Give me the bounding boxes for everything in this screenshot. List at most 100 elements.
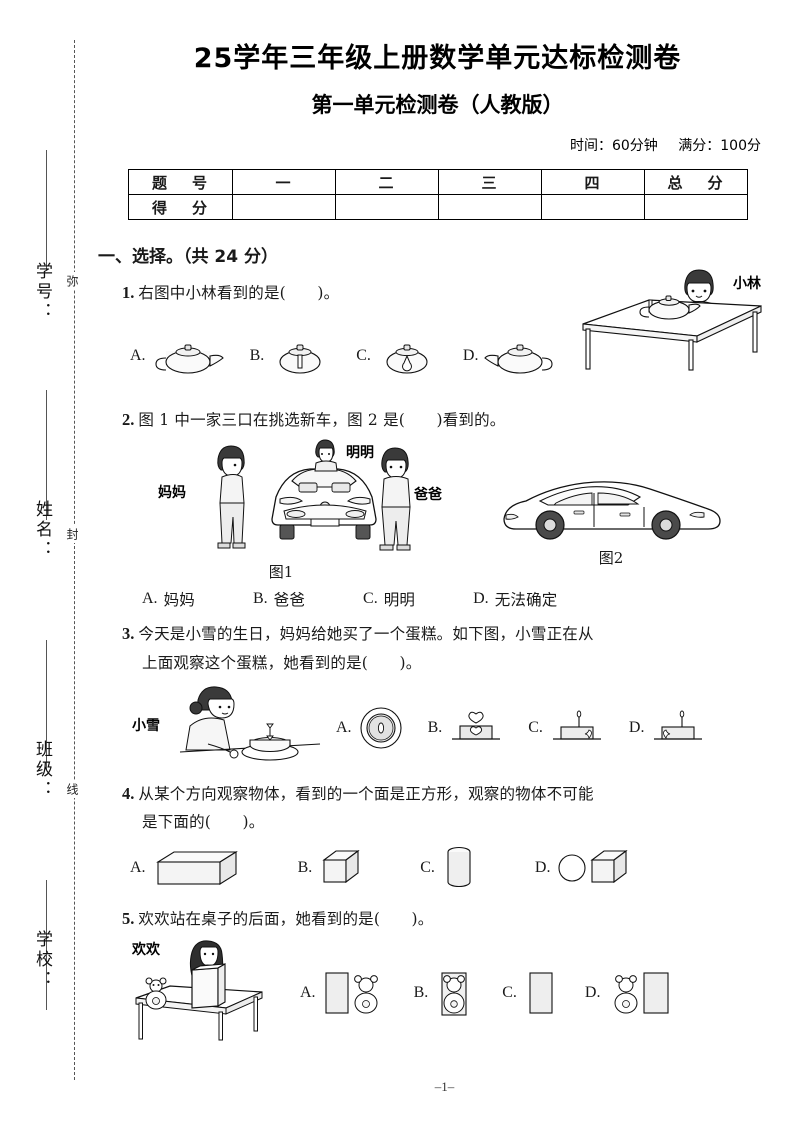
figure-q3-scene: 小雪 xyxy=(130,682,330,768)
score-cell: 总 分 xyxy=(643,169,748,195)
option-5-C[interactable]: C. xyxy=(502,965,559,1021)
teapot-side-left-icon xyxy=(152,336,224,376)
option-4-C[interactable]: C. xyxy=(420,843,479,893)
option-2-A[interactable]: A. 妈妈 xyxy=(142,588,195,610)
question-4: 4.从某个方向观察物体，看到的一个面是正方形，观察的物体不可能 是下面的( )。 xyxy=(122,780,779,838)
car-front-figure xyxy=(271,468,377,540)
page-subtitle: 第一单元检测卷（人教版） xyxy=(311,93,564,117)
option-label: A. xyxy=(142,589,158,607)
cylinder-icon xyxy=(441,843,479,893)
label-huanhuan: 欢欢 xyxy=(131,941,161,958)
option-label: D. xyxy=(462,346,479,364)
option-3-C[interactable]: C. xyxy=(528,706,605,750)
mingming-figure: 明明 xyxy=(314,439,374,472)
option-label: A. xyxy=(130,346,146,364)
option-3-A[interactable]: A. xyxy=(336,705,404,751)
girl-figure xyxy=(185,685,239,758)
question-1: 1.右图中小林看到的是( )。 xyxy=(122,279,779,308)
question-5: 5.欢欢站在桌子的后面，她看到的是( )。 xyxy=(122,905,779,934)
option-label: D. xyxy=(628,718,645,736)
label-xiaolin: 小林 xyxy=(733,275,761,292)
sphere-and-cube-icon xyxy=(556,846,634,890)
seal-rule-2 xyxy=(46,390,47,520)
score-cell: 三 xyxy=(437,169,542,195)
label-mom: 妈妈 xyxy=(158,484,186,501)
option-2-B[interactable]: B. 爸爸 xyxy=(253,588,305,610)
table-with-objects xyxy=(135,963,263,1041)
question-text-line2: 是下面的( )。 xyxy=(142,813,265,832)
option-text: 爸爸 xyxy=(273,590,306,609)
teapot-back-icon xyxy=(377,336,437,376)
option-4-D[interactable]: D. xyxy=(535,846,635,890)
option-5-A[interactable]: A. xyxy=(300,965,388,1021)
label-mingming: 明明 xyxy=(346,445,374,461)
question-text: 欢欢站在桌子的后面，她看到的是( )。 xyxy=(138,910,434,929)
time-limit: 时间：60分钟 xyxy=(569,138,658,154)
option-2-C[interactable]: C. 明明 xyxy=(363,588,415,610)
option-1-A[interactable]: A. xyxy=(130,336,224,376)
cake-side-heart-icon xyxy=(448,706,504,750)
teapot-side-right-icon xyxy=(484,336,556,376)
seal-margin: 学号： 姓名： 班级： 学校： 弥 封 线 xyxy=(0,0,96,1121)
score-cell: 二 xyxy=(334,169,439,195)
option-1-D[interactable]: D. xyxy=(463,336,557,376)
label-xiaoxue: 小雪 xyxy=(132,717,160,734)
score-row-label: 题 号 xyxy=(127,169,233,195)
cuboid-icon xyxy=(152,846,242,890)
field-name: 姓名： xyxy=(32,500,52,560)
exam-sheet: 25学年三年级上册数学单元达标检测卷 第一单元检测卷（人教版） 时间：60分钟 … xyxy=(96,0,793,1121)
dad-figure: 爸爸 xyxy=(379,447,442,551)
option-label: B. xyxy=(249,346,265,364)
option-label: C. xyxy=(528,718,543,736)
option-label: A. xyxy=(300,984,316,1002)
cake-top-view-icon xyxy=(358,705,404,751)
full-score: 满分：100分 xyxy=(678,138,761,154)
table-row: 题 号 一 二 三 四 总 分 xyxy=(127,169,748,195)
option-label: C. xyxy=(356,346,371,364)
question-number: 3. xyxy=(122,623,135,643)
option-text: 妈妈 xyxy=(163,590,195,609)
table-row: 得 分 xyxy=(127,194,748,220)
option-5-D[interactable]: D. xyxy=(585,965,673,1021)
option-label: D. xyxy=(534,859,551,877)
option-3-D[interactable]: D. xyxy=(629,706,707,750)
figure-2-caption: 图2 xyxy=(598,548,624,567)
score-input-cell[interactable] xyxy=(231,194,336,220)
option-label: B. xyxy=(427,718,443,736)
score-cell: 四 xyxy=(540,169,645,195)
score-input-cell[interactable] xyxy=(437,194,542,220)
question-2: 2.图 1 中一家三口在挑选新车，图 2 是( )看到的。 xyxy=(122,406,779,435)
seal-word-1: 弥 xyxy=(64,272,81,290)
question-3: 3.今天是小雪的生日，妈妈给她买了一个蛋糕。如下图，小雪正在从 上面观察这个蛋糕… xyxy=(122,620,779,678)
option-4-A[interactable]: A. xyxy=(130,846,242,890)
option-label: A. xyxy=(130,859,146,877)
mom-figure: 妈妈 xyxy=(158,445,246,549)
option-1-B[interactable]: B. xyxy=(250,336,331,376)
question-text-line1: 从某个方向观察物体，看到的一个面是正方形，观察的物体不可能 xyxy=(138,784,594,803)
option-3-B[interactable]: B. xyxy=(428,706,505,750)
option-2-D[interactable]: D. 无法确定 xyxy=(473,588,557,610)
box-left-bear-right-icon xyxy=(322,965,388,1021)
option-label: B. xyxy=(413,984,429,1002)
seal-word-2: 封 xyxy=(64,525,81,543)
option-text: 明明 xyxy=(383,590,416,609)
page-number: –1– xyxy=(434,1079,455,1094)
option-text: 无法确定 xyxy=(494,590,558,609)
option-4-B[interactable]: B. xyxy=(298,846,365,890)
score-input-cell[interactable] xyxy=(643,194,748,220)
option-5-B[interactable]: B. xyxy=(414,965,477,1021)
score-input-cell[interactable] xyxy=(334,194,439,220)
bear-behind-box-icon xyxy=(434,965,476,1021)
teapot-front-icon xyxy=(270,336,330,376)
score-cell: 一 xyxy=(231,169,336,195)
seal-dashed-line xyxy=(74,40,75,1080)
score-input-cell[interactable] xyxy=(540,194,645,220)
option-label: C. xyxy=(363,589,378,607)
option-label: B. xyxy=(297,859,313,877)
seal-rule-3 xyxy=(46,640,47,770)
option-label: D. xyxy=(473,589,489,607)
figure-1-group: 妈妈 xyxy=(156,437,466,582)
option-1-C[interactable]: C. xyxy=(356,336,437,376)
question-number: 4. xyxy=(122,783,135,803)
seal-rule-4 xyxy=(46,880,47,1010)
